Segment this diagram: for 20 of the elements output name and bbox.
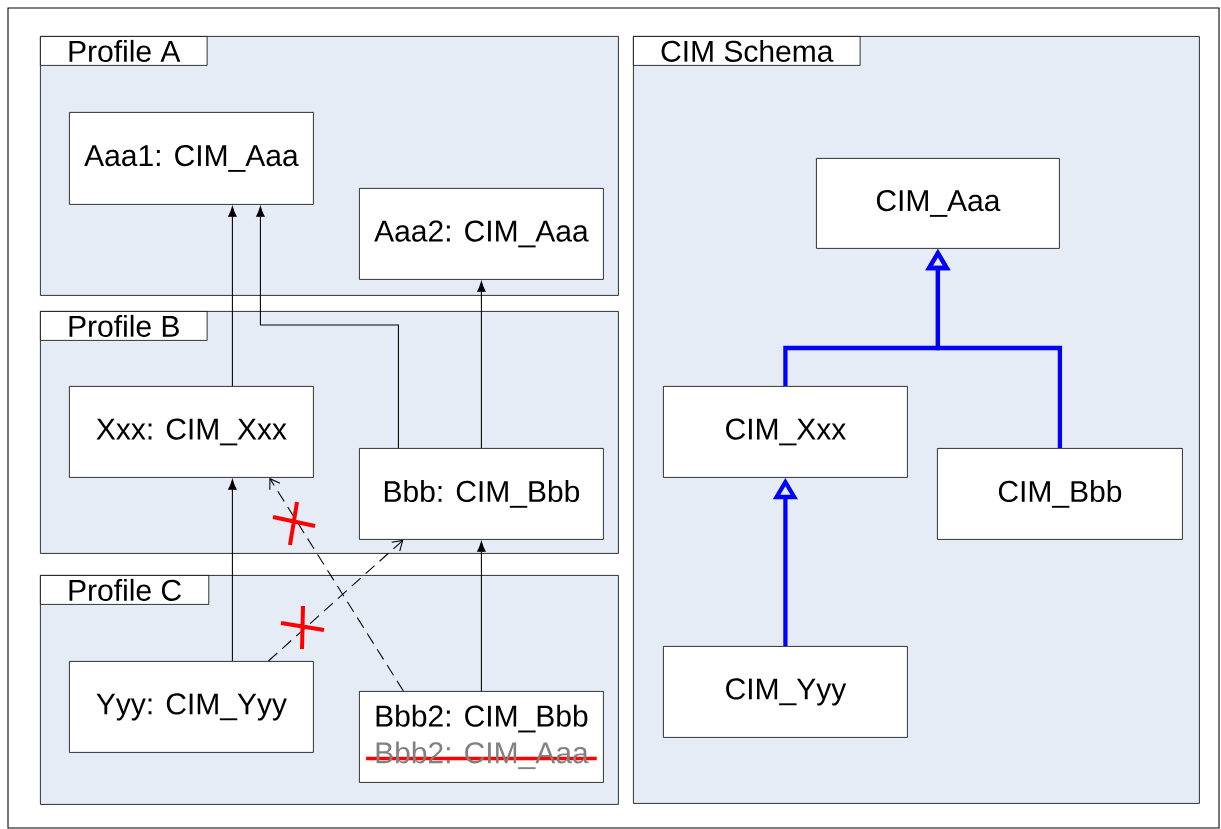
instance-box: Yyy: CIM_Yyy	[69, 661, 314, 753]
arrow	[228, 479, 237, 662]
panel-tab: CIM Schema	[633, 36, 861, 66]
arrow	[267, 539, 404, 662]
class-box: CIM_Bbb	[937, 448, 1183, 540]
panel-tab: Profile C	[40, 575, 210, 605]
instance-box: Xxx: CIM_Xxx	[69, 386, 314, 478]
arrow	[228, 206, 237, 387]
arrow	[256, 206, 399, 449]
panel-tab: Profile A	[40, 36, 208, 66]
panel-tab: Profile B	[40, 311, 208, 341]
instance-box: Aaa2: CIM_Aaa	[359, 188, 604, 280]
instance-box: Aaa1: CIM_Aaa	[69, 112, 314, 205]
arrow	[477, 281, 486, 449]
class-box: CIM_Yyy	[663, 646, 908, 738]
arrow	[477, 541, 486, 692]
class-box: CIM_Aaa	[816, 158, 1060, 249]
arrow	[269, 477, 404, 692]
class-box: CIM_Xxx	[663, 386, 908, 478]
instance-box: Bbb: CIM_Bbb	[359, 448, 604, 540]
